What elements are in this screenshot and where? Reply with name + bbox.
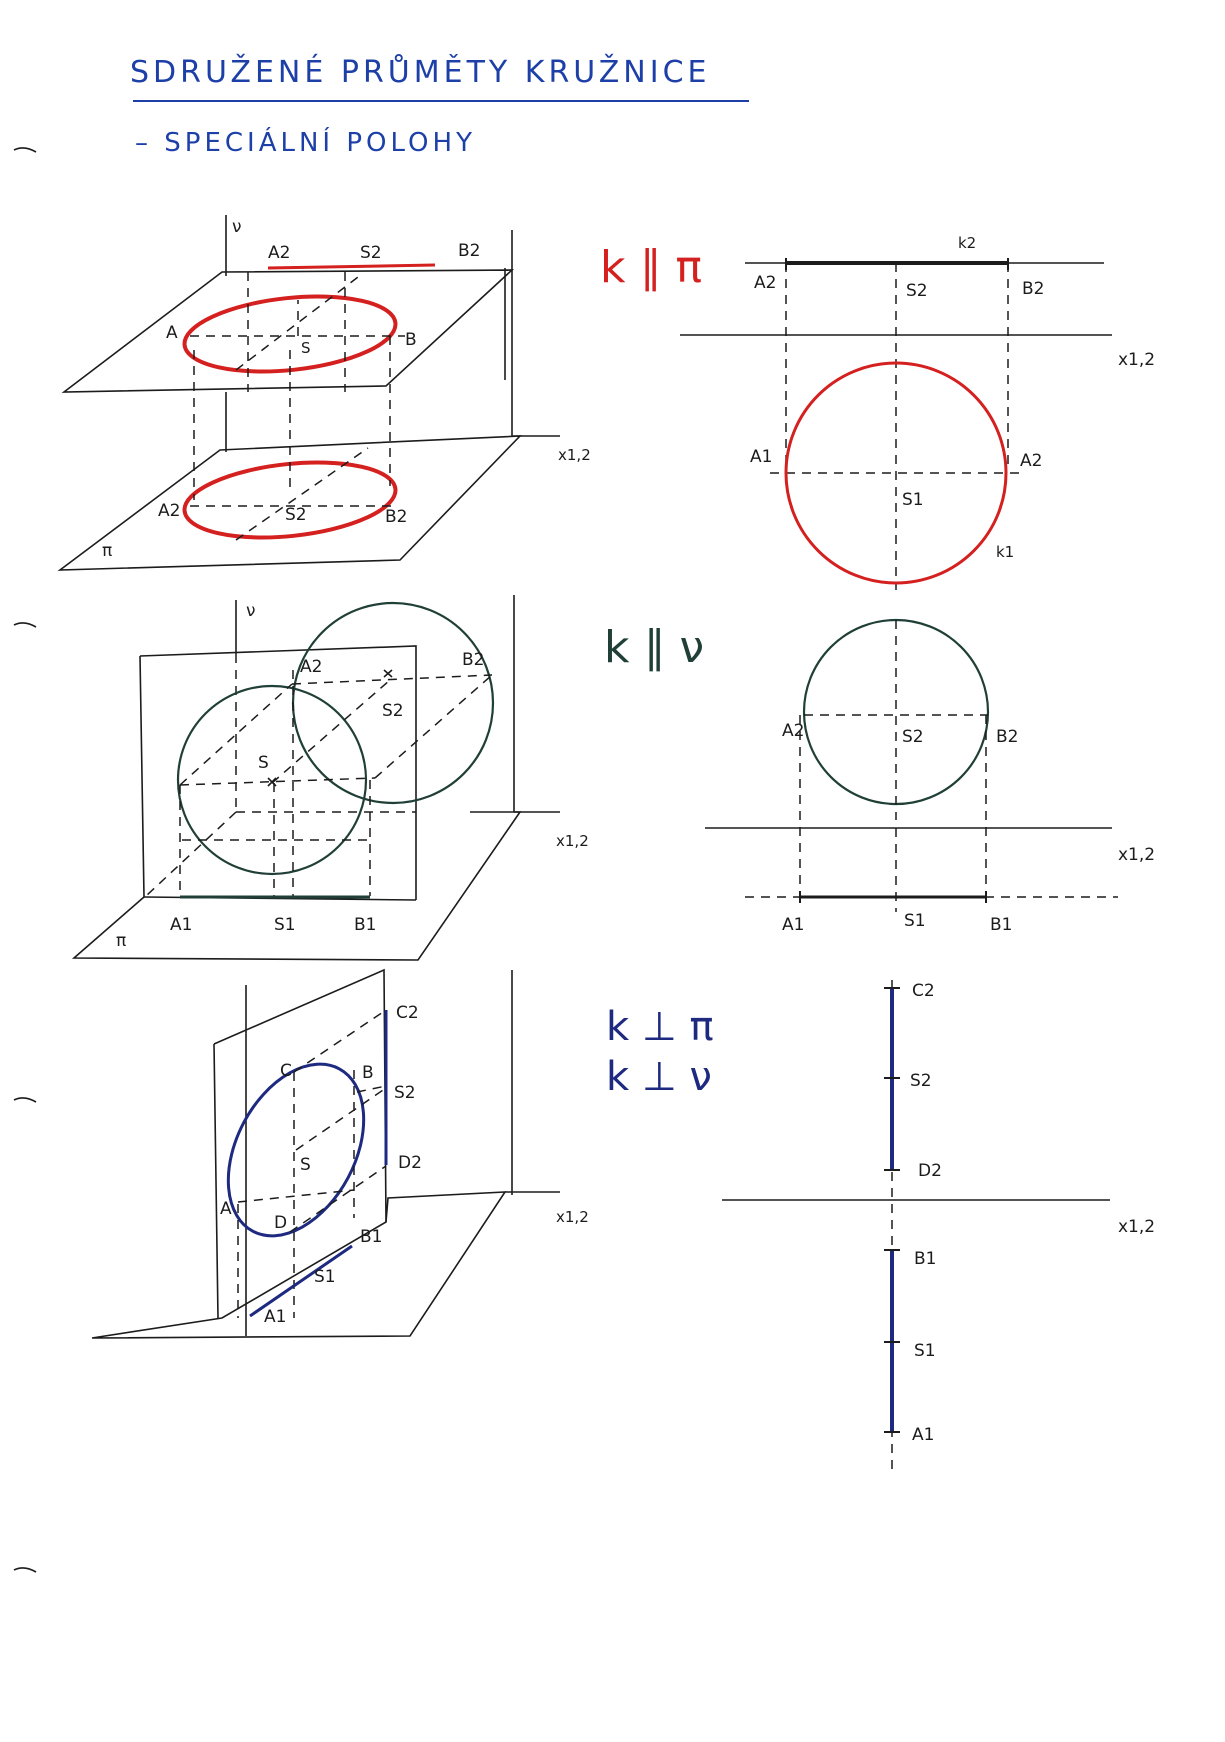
section2-perspective xyxy=(71,595,560,961)
margin-marks xyxy=(13,147,37,1573)
section1-orthographic-labels: k2 A2 S2 B2 x1,2 A1 A2 S1 k1 xyxy=(750,234,1155,561)
label-a1-ortho-2: A1 xyxy=(782,915,804,935)
label-k2: k2 xyxy=(958,234,976,252)
label-x12-ortho: x1,2 xyxy=(1118,350,1155,370)
section1-perspective-labels: ν A2 S2 B2 A S B A2 S2 B2 π x1,2 xyxy=(102,217,591,561)
label-a2-ortho: A2 xyxy=(754,273,776,293)
label-c2-3: C2 xyxy=(396,1003,419,1023)
label-s1-3: S1 xyxy=(314,1267,336,1287)
label-a2-2: A2 xyxy=(300,657,322,677)
section3-condition: k ⊥ π k ⊥ ν xyxy=(606,1004,714,1100)
label-c2-ortho: C2 xyxy=(912,981,935,1001)
label-c-3: C xyxy=(280,1061,292,1081)
page-subtitle: – SPECIÁLNÍ POLOHY xyxy=(135,128,476,158)
label-b2-ortho: B2 xyxy=(1022,279,1044,299)
label-s-3: S xyxy=(300,1155,311,1175)
label-b1-ortho-3: B1 xyxy=(914,1249,936,1269)
label-a2-ortho-2: A2 xyxy=(782,721,804,741)
label-x12: x1,2 xyxy=(558,446,591,464)
label-b1-3: B1 xyxy=(360,1227,382,1247)
label-s2-ortho-2: S2 xyxy=(902,727,924,747)
label-x12-2: x1,2 xyxy=(556,832,589,850)
label-a1-3: A1 xyxy=(264,1307,286,1327)
label-s2-2: S2 xyxy=(382,701,404,721)
label-a: A xyxy=(166,323,178,343)
label-a1-2: A1 xyxy=(170,915,192,935)
label-b-3: B xyxy=(362,1063,374,1083)
section1-orthographic xyxy=(680,258,1112,590)
condition-k-parallel-pi: k ∥ π xyxy=(600,242,702,293)
label-s-2: S xyxy=(258,753,269,773)
label-s: S xyxy=(301,339,311,357)
label-x12-ortho-2: x1,2 xyxy=(1118,845,1155,865)
circle-k1 xyxy=(784,361,1008,585)
label-nu-2: ν xyxy=(246,601,256,621)
section2-orthographic xyxy=(705,618,1118,912)
label-a2-right: A2 xyxy=(1020,451,1042,471)
section1-perspective xyxy=(57,215,560,571)
label-k1: k1 xyxy=(996,543,1014,561)
label-a-3: A xyxy=(220,1199,232,1219)
condition-k-perp-pi: k ⊥ π xyxy=(606,1004,714,1050)
label-b1-2: B1 xyxy=(354,915,376,935)
label-d2-3: D2 xyxy=(398,1153,422,1173)
label-s2: S2 xyxy=(360,243,382,263)
label-s1-ortho-2: S1 xyxy=(904,911,926,931)
label-b1-ortho-2: B1 xyxy=(990,915,1012,935)
label-s2-low: S2 xyxy=(285,505,307,525)
circle-k-lower xyxy=(182,460,398,540)
condition-k-parallel-nu: k ∥ ν xyxy=(604,622,704,673)
section2-condition: k ∥ ν xyxy=(604,622,704,673)
label-s2-ortho: S2 xyxy=(906,281,928,301)
label-b2-low: B2 xyxy=(385,507,407,527)
section3-orthographic xyxy=(722,980,1110,1476)
label-nu: ν xyxy=(232,217,242,237)
label-b2-2: B2 xyxy=(462,650,484,670)
label-a2-low: A2 xyxy=(158,501,180,521)
label-pi: π xyxy=(102,541,112,561)
circle-k-front xyxy=(176,684,368,876)
condition-k-perp-nu: k ⊥ ν xyxy=(606,1054,712,1100)
label-a2: A2 xyxy=(268,243,290,263)
label-b2: B2 xyxy=(458,241,480,261)
label-s2-3: S2 xyxy=(394,1083,416,1103)
circle-k2-ortho xyxy=(802,618,990,806)
circle-k-perp xyxy=(226,1062,366,1238)
circle-k-upper xyxy=(182,294,398,374)
label-b2-ortho-2: B2 xyxy=(996,727,1018,747)
section2-perspective-labels: ν A2 B2 S2 S π A1 S1 B1 x1,2 xyxy=(116,601,589,951)
label-d2-ortho: D2 xyxy=(918,1161,942,1181)
title-underline xyxy=(133,100,749,102)
label-a1-ortho-3: A1 xyxy=(912,1425,934,1445)
label-a1-ortho: A1 xyxy=(750,447,772,467)
section3-orthographic-labels: C2 S2 D2 x1,2 B1 S1 A1 xyxy=(910,981,1155,1445)
label-s2-ortho-3: S2 xyxy=(910,1071,932,1091)
section1-condition: k ∥ π xyxy=(600,242,702,293)
label-x12-3: x1,2 xyxy=(556,1208,589,1226)
label-x12-ortho-3: x1,2 xyxy=(1118,1217,1155,1237)
section3-perspective-labels: C2 C B S2 S D2 A D B1 S1 A1 x1,2 xyxy=(220,1003,589,1327)
label-d-3: D xyxy=(274,1213,287,1233)
label-s1-2: S1 xyxy=(274,915,296,935)
label-s1-ortho: S1 xyxy=(902,490,924,510)
label-b: B xyxy=(405,330,417,350)
label-s1-ortho-3: S1 xyxy=(914,1341,936,1361)
label-pi-2: π xyxy=(116,931,126,951)
page-title: SDRUŽENÉ PRŮMĚTY KRUŽNICE xyxy=(130,55,711,90)
section3-perspective xyxy=(91,968,560,1339)
section2-orthographic-labels: A2 S2 B2 x1,2 A1 S1 B1 xyxy=(782,721,1155,935)
